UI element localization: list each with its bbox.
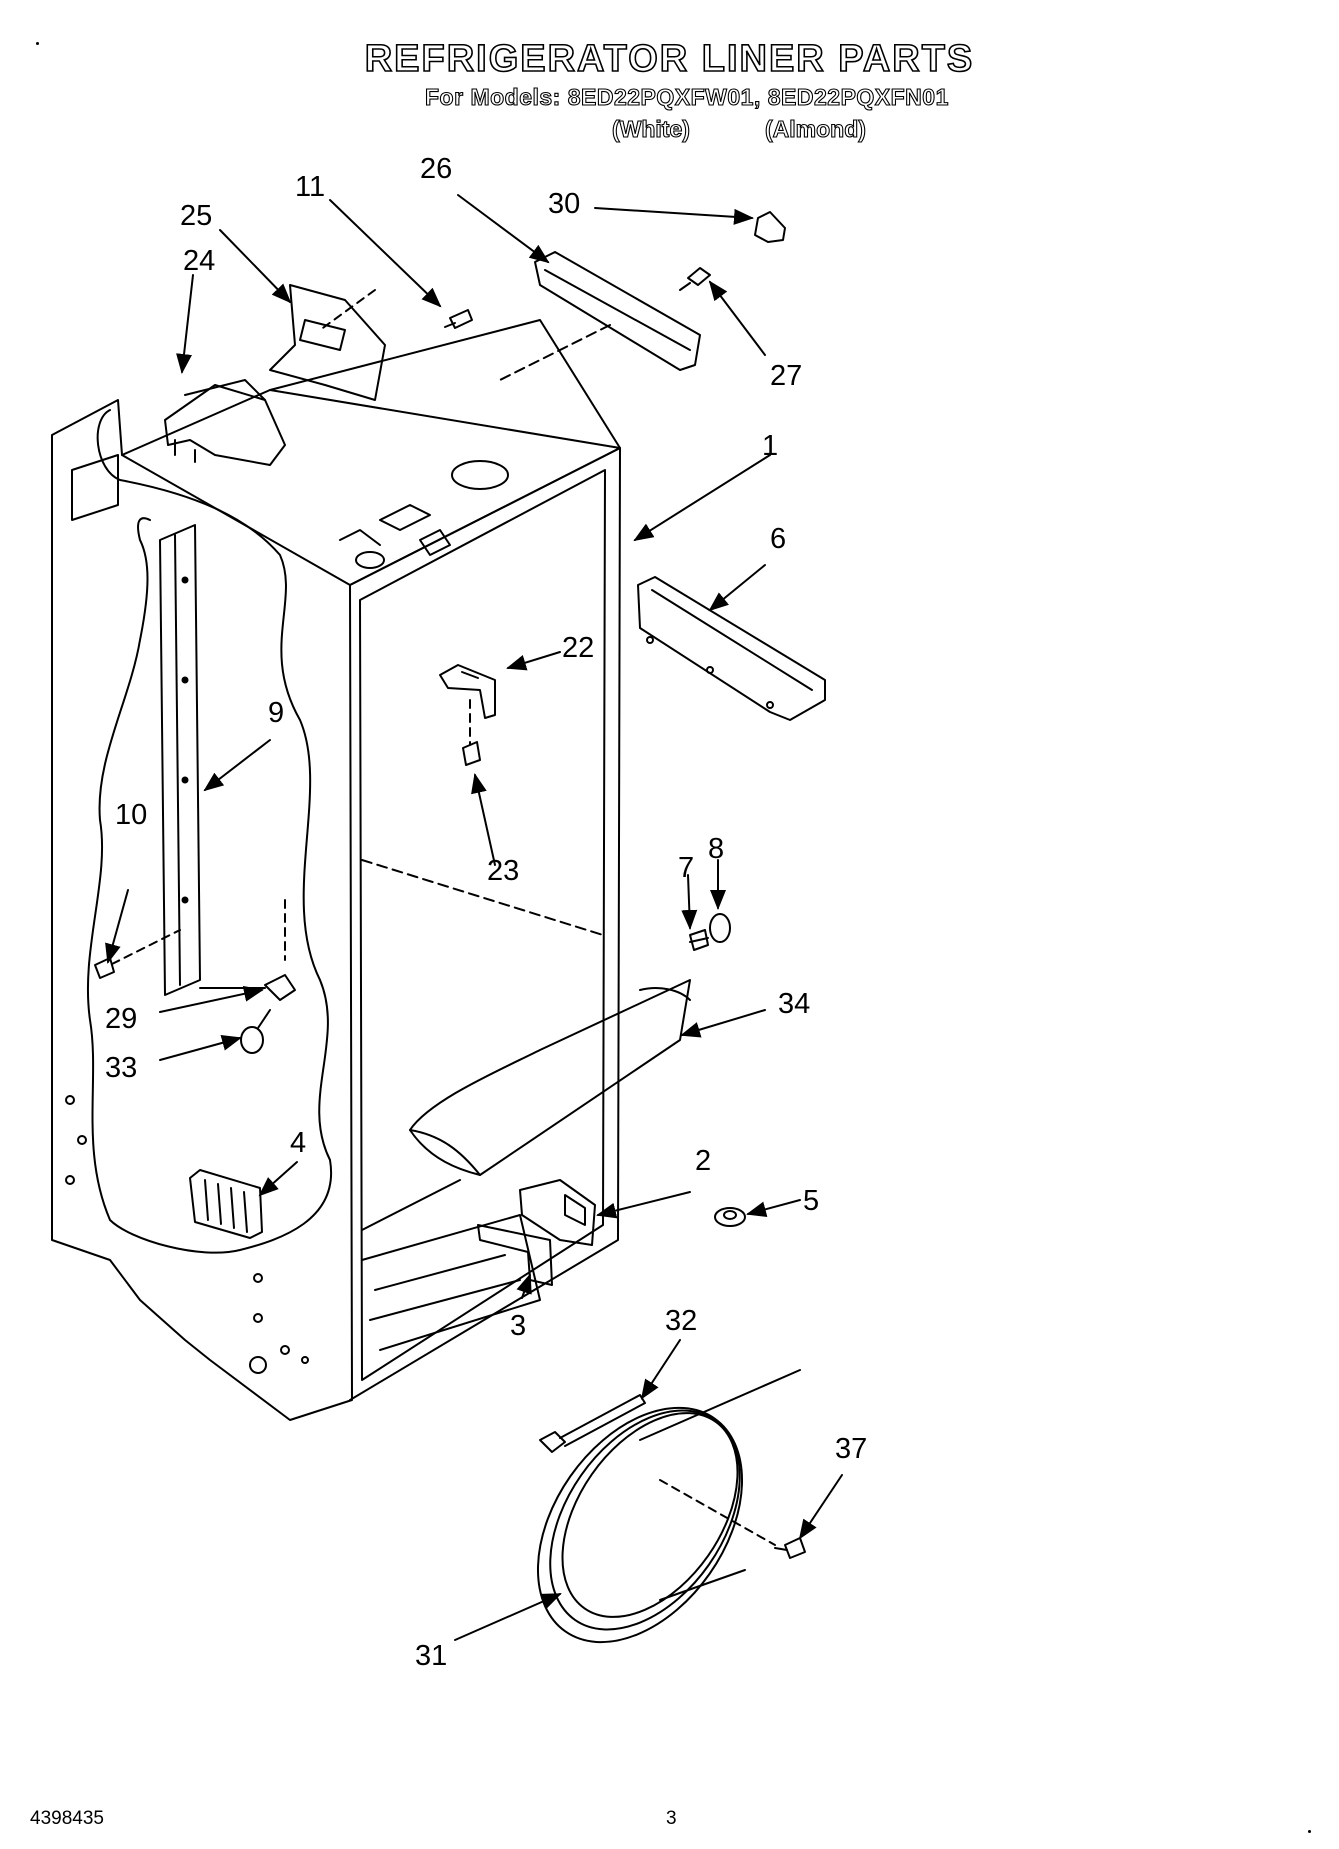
part-27-screw xyxy=(679,267,711,291)
part-8-spacer xyxy=(689,913,731,943)
part-29-light-socket xyxy=(199,899,296,1001)
part-6-cover xyxy=(637,576,826,721)
callout-6: 6 xyxy=(770,523,786,555)
callout-24: 24 xyxy=(183,245,215,277)
callout-26: 26 xyxy=(420,153,452,185)
callout-10: 10 xyxy=(115,799,147,831)
part-33-light-bulb xyxy=(240,1009,271,1054)
corner-dot-bottom xyxy=(1308,1830,1311,1833)
callout-23: 23 xyxy=(487,855,519,887)
corner-dot-top xyxy=(36,42,39,45)
part-22-bracket xyxy=(439,664,496,746)
part-25-bracket xyxy=(269,284,386,401)
callout-33: 33 xyxy=(105,1052,137,1084)
part-11-screw xyxy=(444,309,473,329)
callout-2: 2 xyxy=(695,1145,711,1177)
models-line: For Models: 8ED22PQXFW01, 8ED22PQXFN01 xyxy=(424,83,949,110)
callout-31: 31 xyxy=(415,1640,447,1672)
callout-1: 1 xyxy=(762,430,778,462)
variant-white-label: (White) xyxy=(611,115,690,142)
callout-7: 7 xyxy=(678,852,694,884)
leader-lines xyxy=(105,194,843,1641)
page-title: REFRIGERATOR LINER PARTS xyxy=(364,37,975,81)
callout-3: 3 xyxy=(510,1310,526,1342)
callout-34: 34 xyxy=(778,988,810,1020)
part-4-grille xyxy=(189,1169,263,1239)
cabinet-liner xyxy=(51,319,621,1421)
part-26-channel xyxy=(499,251,701,381)
part-5-grommet xyxy=(714,1207,746,1227)
part-7-screw xyxy=(689,929,709,951)
part-30-clip xyxy=(754,211,786,243)
callout-29: 29 xyxy=(105,1003,137,1035)
page-number: 3 xyxy=(666,1808,677,1829)
part-10-screw xyxy=(94,929,181,979)
callout-8: 8 xyxy=(708,833,724,865)
document-number: 4398435 xyxy=(30,1808,104,1829)
part-32-cable-tie xyxy=(539,1394,646,1453)
part-37-screw xyxy=(774,1537,806,1559)
callout-27: 27 xyxy=(770,360,802,392)
part-2-bracket xyxy=(519,1179,596,1246)
part-34-air-duct xyxy=(409,979,691,1176)
callout-5: 5 xyxy=(803,1185,819,1217)
callout-4: 4 xyxy=(290,1127,306,1159)
callout-labels: 1 2 3 4 5 6 7 8 9 10 11 22 23 24 25 26 2… xyxy=(105,153,867,1672)
callout-22: 22 xyxy=(562,632,594,664)
part-23-screw xyxy=(462,741,481,766)
variant-almond-label: (Almond) xyxy=(764,115,866,142)
part-24-control-housing xyxy=(164,379,286,466)
callout-32: 32 xyxy=(665,1305,697,1337)
callout-30: 30 xyxy=(548,188,580,220)
part-9-shelf-rail xyxy=(159,524,201,996)
part-31-water-tubing xyxy=(536,1369,801,1644)
callout-9: 9 xyxy=(268,697,284,729)
part-3-bracket xyxy=(477,1224,553,1286)
callout-11: 11 xyxy=(295,171,325,203)
callout-25: 25 xyxy=(180,200,212,232)
callout-37: 37 xyxy=(835,1433,867,1465)
